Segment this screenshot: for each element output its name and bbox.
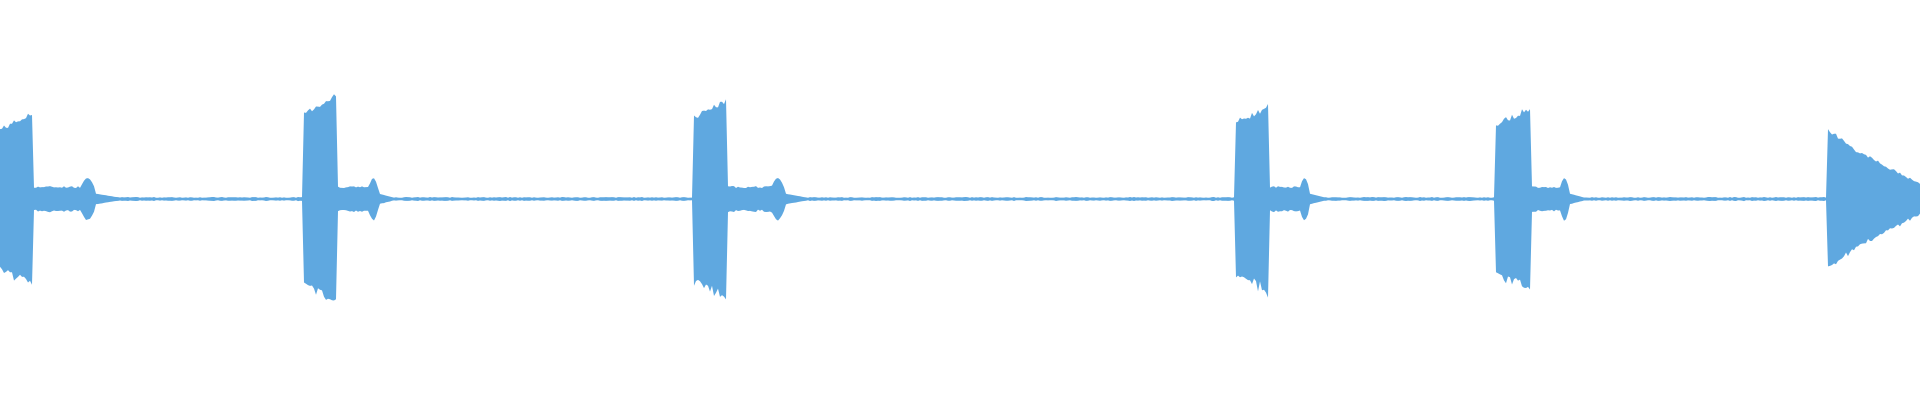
waveform-burst-4 <box>1235 103 1325 295</box>
waveform-burst-6 <box>1828 125 1920 273</box>
waveform-burst-2 <box>303 91 393 307</box>
waveform-burst-5 <box>1496 105 1584 293</box>
waveform-burst-1 <box>0 111 119 287</box>
waveform-group <box>0 91 1920 307</box>
waveform-shape <box>0 94 1920 301</box>
waveform-burst-3 <box>693 97 806 301</box>
